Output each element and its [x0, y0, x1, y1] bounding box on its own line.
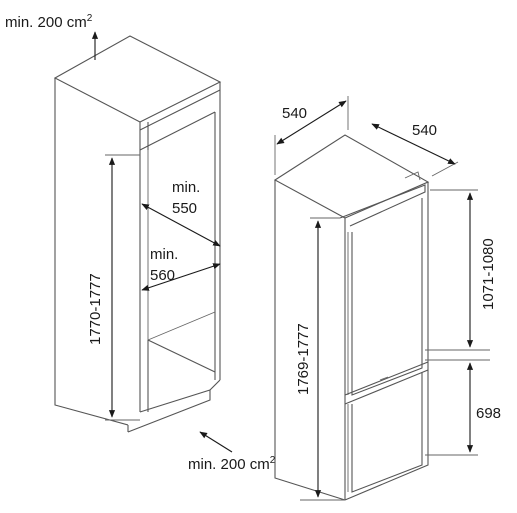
- niche-depth-dimension: min. 550: [141, 179, 221, 247]
- niche-width-value: 560: [150, 267, 175, 284]
- appliance-width-dimension: 540: [274, 96, 349, 175]
- bottom-vent-arrow: [199, 431, 233, 453]
- niche-width-min: min.: [150, 246, 178, 263]
- lower-door-height-dimension: 698: [425, 359, 501, 456]
- niche-cabinet: [53, 35, 222, 433]
- bottom-vent-annotation: min. 200 cm2: [188, 431, 276, 473]
- niche-width-dimension: min. 560: [141, 246, 221, 291]
- niche-height-dimension: 1770-1777: [87, 154, 140, 421]
- top-vent-label: min. 200 cm2: [5, 13, 93, 31]
- top-vent-annotation: min. 200 cm2: [5, 13, 99, 60]
- upper-door-height-dimension: 1071-1080: [425, 189, 497, 351]
- niche-depth-min: min.: [172, 179, 200, 196]
- appliance-width-label: 540: [282, 105, 307, 122]
- appliance-height-dimension: 1769-1777: [295, 217, 345, 501]
- upper-door-height-label: 1071-1080: [480, 238, 497, 310]
- appliance-height-label: 1769-1777: [295, 323, 312, 395]
- appliance-depth-dimension: 540: [371, 122, 459, 177]
- niche-depth-value: 550: [172, 200, 197, 217]
- bottom-vent-label: min. 200 cm2: [188, 455, 276, 473]
- appliance-depth-label: 540: [412, 122, 437, 139]
- niche-height-label: 1770-1777: [87, 273, 104, 345]
- appliance-refrigerator: [273, 134, 430, 501]
- lower-door-height-label: 698: [476, 405, 501, 422]
